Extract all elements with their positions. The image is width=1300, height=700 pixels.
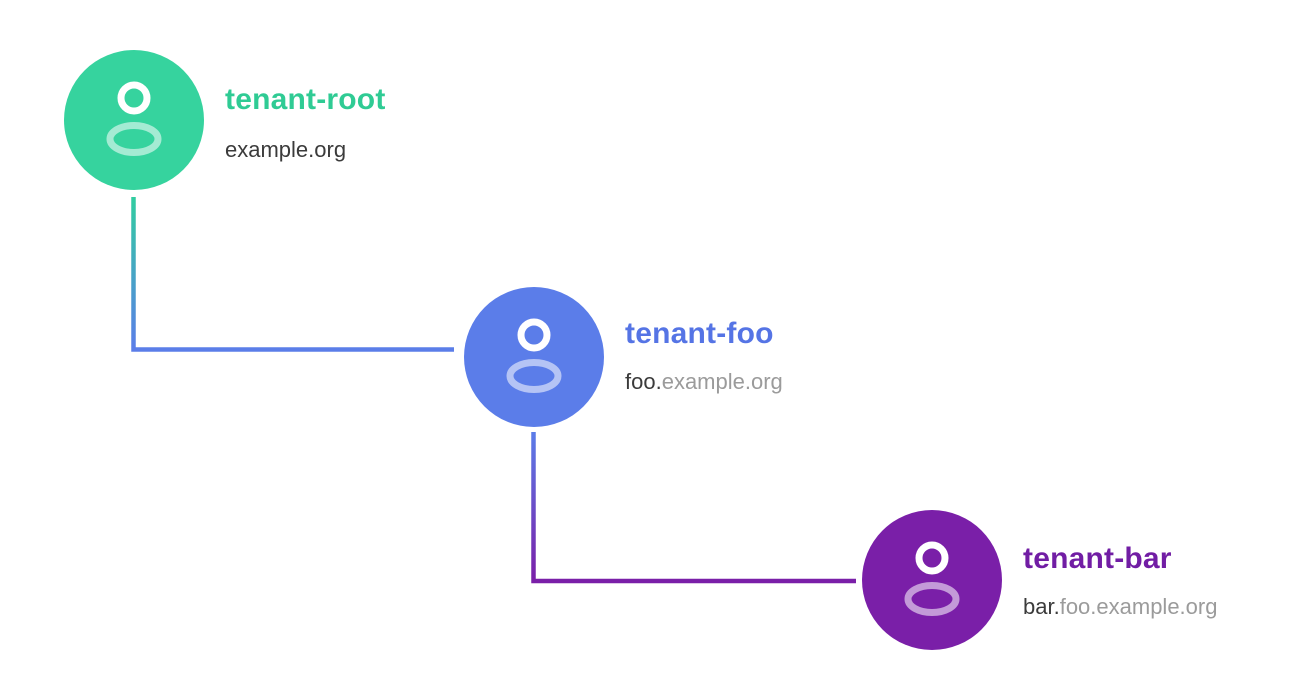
tenant-foo-domain: foo.example.org: [625, 369, 783, 394]
domain-dark-part: bar.: [1023, 594, 1060, 619]
person-icon: [106, 81, 162, 156]
domain-dark-part: example.org: [225, 137, 347, 162]
tenant-foo-title: tenant-foo: [625, 317, 774, 350]
tenant-root-title: tenant-root: [225, 83, 386, 116]
connector-foo-to-bar: [531, 432, 856, 584]
domain-gray-part: foo.example.org: [1059, 594, 1218, 619]
domain-gray-part: example.org: [661, 369, 783, 394]
tenant-root-domain: example.org: [225, 137, 346, 162]
connector-root-to-foo: [131, 197, 454, 352]
tenant-foo-avatar: [464, 287, 604, 427]
tenant-bar-avatar: [862, 510, 1002, 650]
tenant-root-avatar: [64, 50, 204, 190]
person-icon: [904, 541, 960, 616]
tenant-bar-domain: bar.foo.example.org: [1023, 594, 1217, 619]
domain-dark-part: foo.: [625, 369, 662, 394]
person-icon: [506, 318, 562, 393]
tenant-bar-title: tenant-bar: [1023, 542, 1172, 575]
